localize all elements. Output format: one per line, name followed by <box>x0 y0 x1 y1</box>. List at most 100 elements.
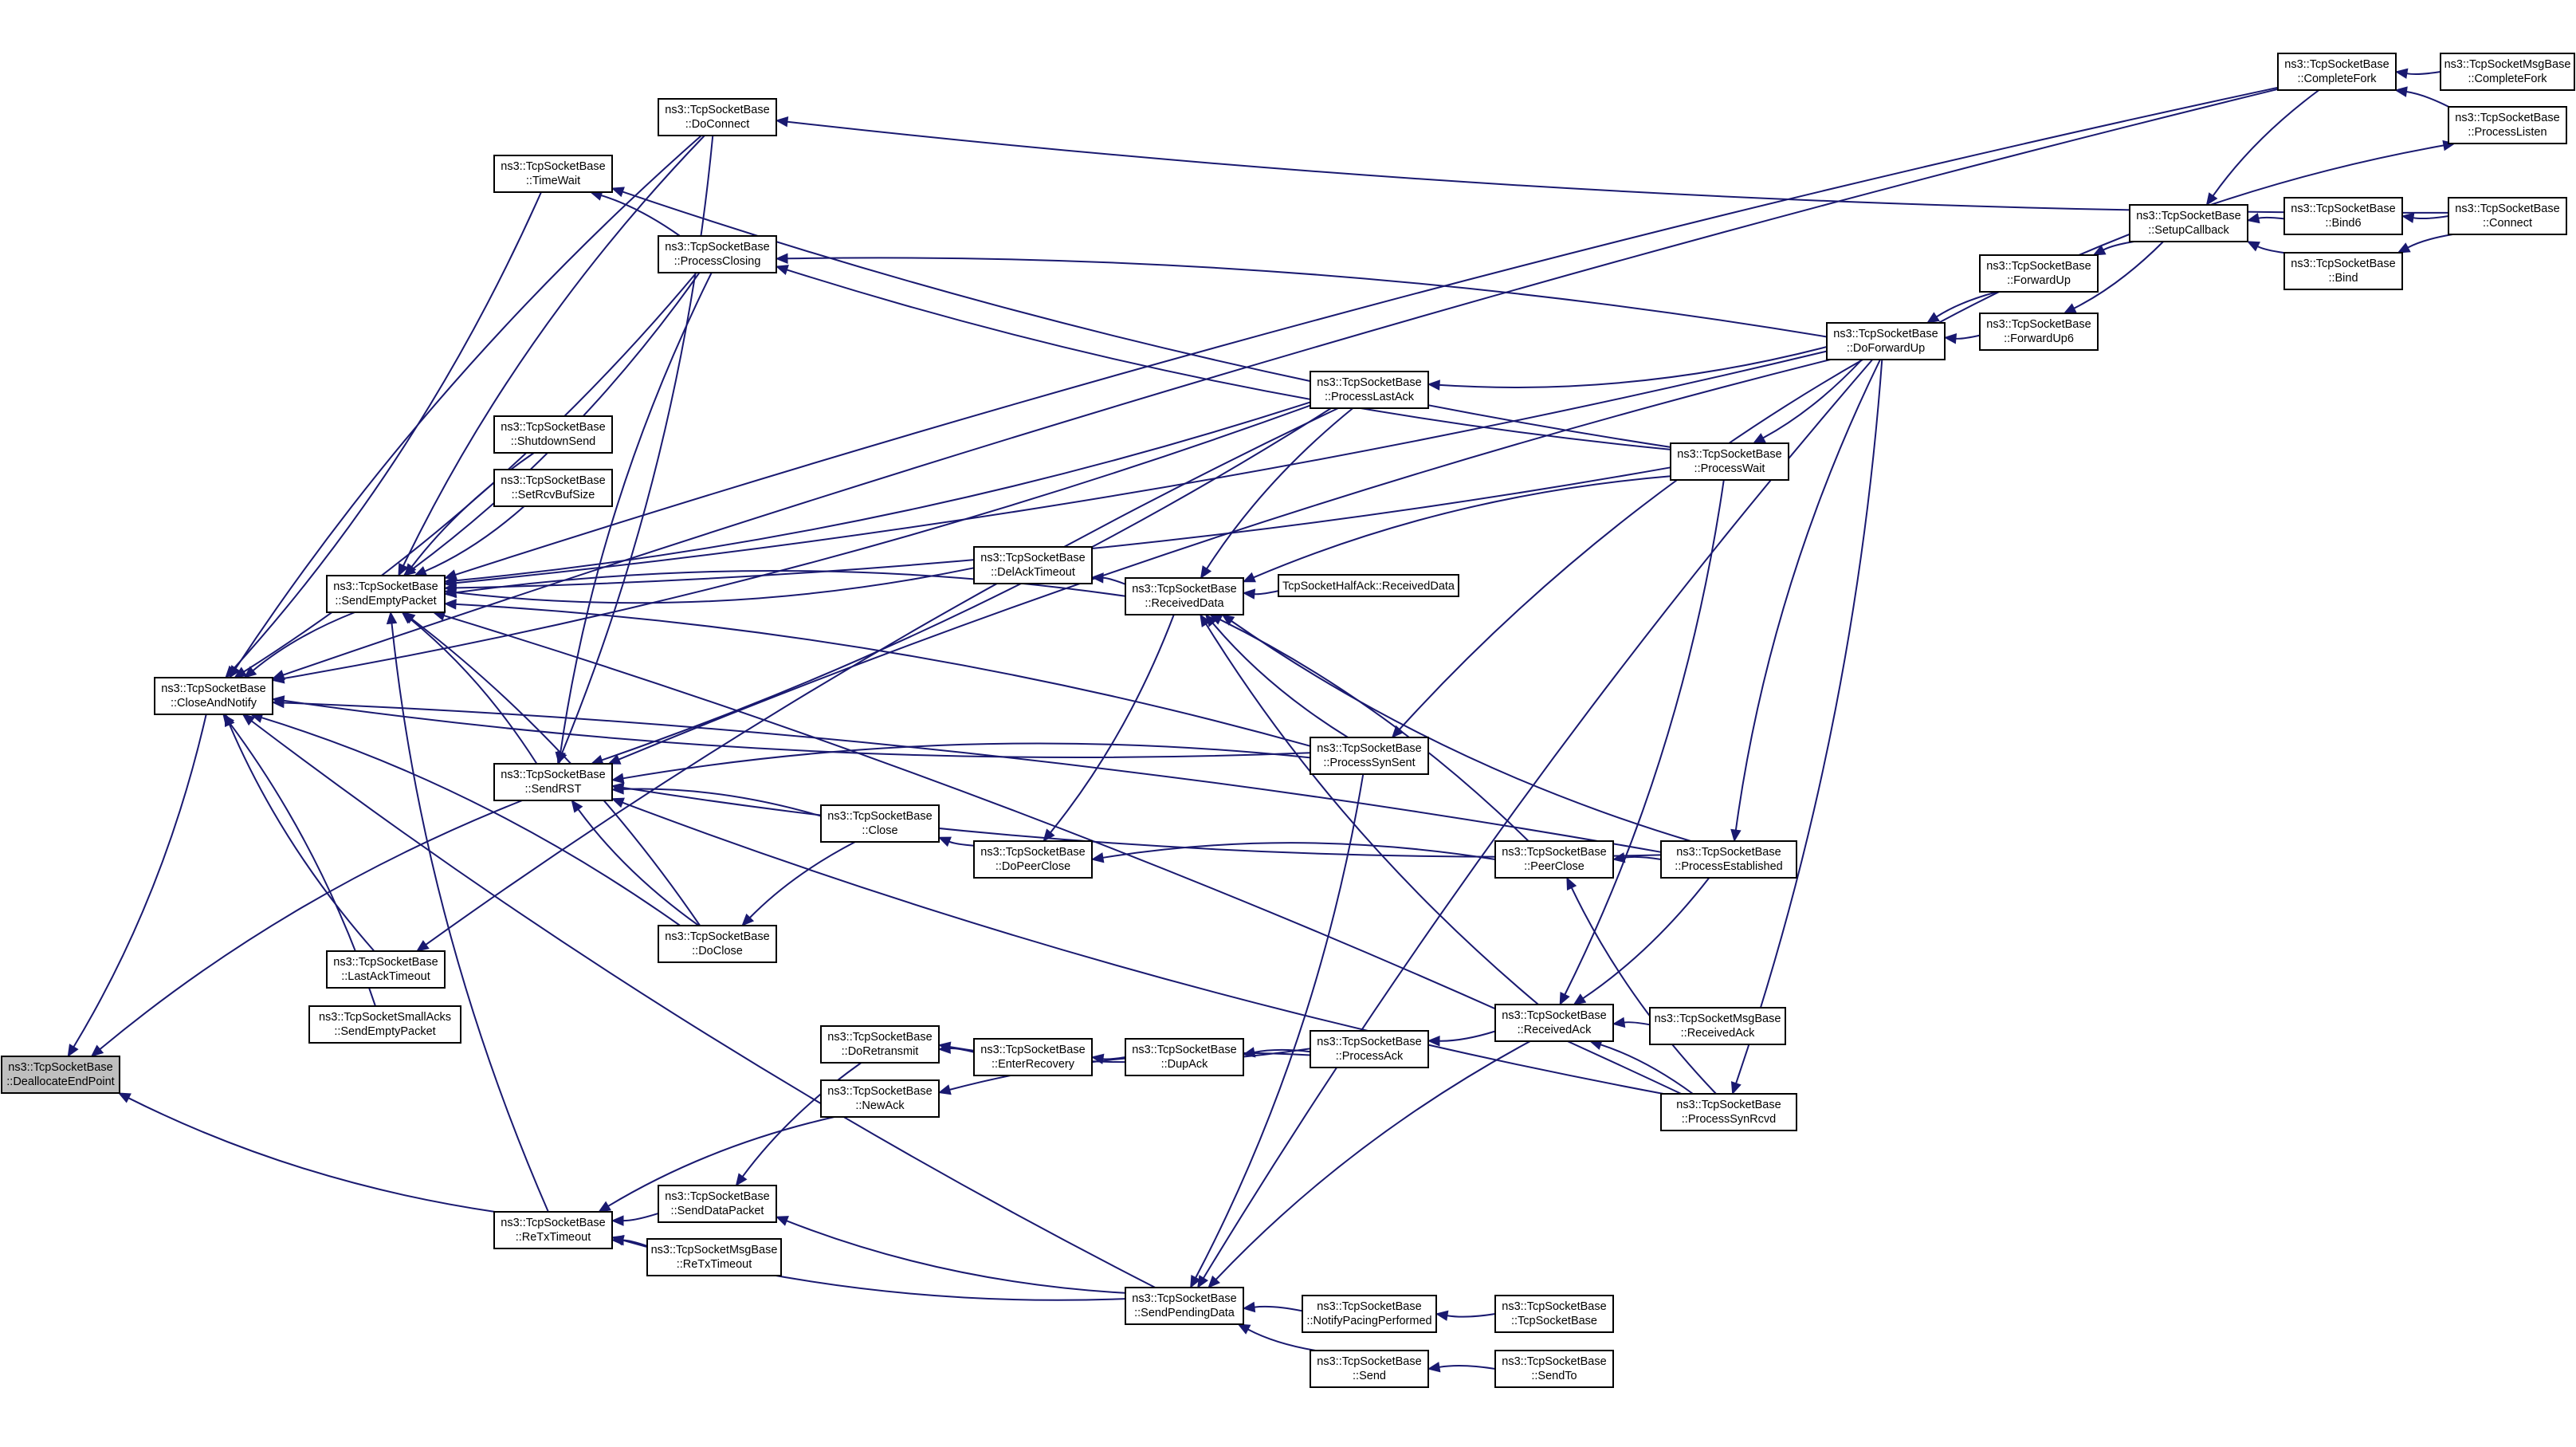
node-half-ack-received-data[interactable]: TcpSocketHalfAck::ReceivedData <box>1278 574 1459 597</box>
node-process-closing[interactable]: ns3::TcpSocketBase::ProcessClosing <box>658 235 777 273</box>
edge-line <box>2257 246 2285 254</box>
edge-line <box>786 1220 1126 1294</box>
node-peer-close[interactable]: ns3::TcpSocketBase::PeerClose <box>1494 840 1614 879</box>
node-re-tx-timeout[interactable]: ns3::TcpSocketBase::ReTxTimeout <box>493 1211 613 1249</box>
edge-do-forward-up-to-process-last-ack <box>1427 346 1828 391</box>
node-box <box>493 1211 613 1249</box>
edge-line <box>1050 614 1175 833</box>
edge-arrowhead <box>234 666 248 678</box>
edge-arrowhead <box>229 665 241 679</box>
node-box <box>493 763 613 801</box>
edge-do-forward-up-to-send-empty-packet <box>443 350 1828 588</box>
edge-arrowhead <box>398 563 409 577</box>
node-label-line2: ::CompleteFork <box>2297 73 2377 85</box>
node-box <box>1494 1004 1614 1042</box>
edge-line <box>1624 1021 1651 1026</box>
edge-arrowhead <box>1730 1081 1742 1095</box>
edge-line <box>622 788 822 817</box>
node-deallocate-end-point[interactable]: ns3::TcpSocketBase::DeallocateEndPoint <box>1 1056 120 1094</box>
node-notify-pacing-performed[interactable]: ns3::TcpSocketBase::NotifyPacingPerforme… <box>1302 1295 1437 1333</box>
node-close[interactable]: ns3::TcpSocketBase::Close <box>820 804 940 843</box>
node-msg-received-ack[interactable]: ns3::TcpSocketMsgBase::ReceivedAck <box>1649 1007 1786 1045</box>
node-label-line1: ns3::TcpSocketBase <box>1317 1036 1421 1048</box>
node-box <box>1310 1350 1429 1388</box>
node-forward-up6[interactable]: ns3::TcpSocketBase::ForwardUp6 <box>1979 313 2099 351</box>
node-do-peer-close[interactable]: ns3::TcpSocketBase::DoPeerClose <box>973 840 1093 879</box>
node-do-retransmit[interactable]: ns3::TcpSocketBase::DoRetransmit <box>820 1025 940 1064</box>
edge-line <box>73 714 207 1048</box>
edge-arrowhead <box>443 577 457 588</box>
edge-connect-to-bind6 <box>2401 212 2449 223</box>
node-set-rcv-buf-size[interactable]: ns3::TcpSocketBase::SetRcvBufSize <box>493 469 613 507</box>
node-process-established[interactable]: ns3::TcpSocketBase::ProcessEstablished <box>1660 840 1797 879</box>
node-msg-complete-fork[interactable]: ns3::TcpSocketMsgBase::CompleteFork <box>2440 53 2575 91</box>
edge-process-syn-sent-to-send-rst <box>611 742 1311 784</box>
node-received-ack[interactable]: ns3::TcpSocketBase::ReceivedAck <box>1494 1004 1614 1042</box>
edge-set-rcv-buf-size-to-send-empty-packet <box>414 505 525 576</box>
node-do-close[interactable]: ns3::TcpSocketBase::DoClose <box>658 925 777 963</box>
edge-line <box>283 699 1311 759</box>
node-send-data-packet[interactable]: ns3::TcpSocketBase::SendDataPacket <box>658 1185 777 1223</box>
edge-arrowhead <box>1566 876 1577 891</box>
node-new-ack[interactable]: ns3::TcpSocketBase::NewAck <box>820 1079 940 1118</box>
node-send-rst[interactable]: ns3::TcpSocketBase::SendRST <box>493 763 613 801</box>
node-process-last-ack[interactable]: ns3::TcpSocketBase::ProcessLastAck <box>1310 371 1429 409</box>
node-process-ack[interactable]: ns3::TcpSocketBase::ProcessAck <box>1310 1030 1429 1068</box>
node-label-line2: ::ShutdownSend <box>511 435 595 448</box>
node-process-syn-sent[interactable]: ns3::TcpSocketBase::ProcessSynSent <box>1310 737 1429 775</box>
edge-arrowhead <box>117 1092 132 1103</box>
node-box <box>2129 204 2248 242</box>
node-label-line2: ::Connect <box>2483 217 2532 230</box>
node-do-connect[interactable]: ns3::TcpSocketBase::DoConnect <box>658 98 777 136</box>
node-label-line2: ::ReceivedAck <box>1681 1027 1755 1040</box>
node-send[interactable]: ns3::TcpSocketBase::Send <box>1310 1350 1429 1388</box>
node-process-wait[interactable]: ns3::TcpSocketBase::ProcessWait <box>1670 442 1789 481</box>
node-send-empty-packet[interactable]: ns3::TcpSocketBase::SendEmptyPacket <box>326 575 446 613</box>
edge-arrowhead <box>443 599 457 610</box>
node-label-line2: ::DoPeerClose <box>995 860 1070 873</box>
edge-arrowhead <box>1573 993 1587 1005</box>
node-received-data[interactable]: ns3::TcpSocketBase::ReceivedData <box>1125 577 1244 615</box>
node-bind6[interactable]: ns3::TcpSocketBase::Bind6 <box>2283 197 2403 235</box>
edge-line <box>1447 1313 1496 1318</box>
node-tcp-socket-base-ctor[interactable]: ns3::TcpSocketBase::TcpSocketBase <box>1494 1295 1614 1333</box>
edge-arrowhead <box>571 799 583 813</box>
edge-arrowhead <box>2394 86 2408 97</box>
node-complete-fork[interactable]: ns3::TcpSocketBase::CompleteFork <box>2277 53 2397 91</box>
node-msg-re-tx-timeout[interactable]: ns3::TcpSocketMsgBase::ReTxTimeout <box>646 1238 782 1276</box>
node-enter-recovery[interactable]: ns3::TcpSocketBase::EnterRecovery <box>973 1038 1093 1076</box>
node-close-and-notify[interactable]: ns3::TcpSocketBase::CloseAndNotify <box>154 677 273 715</box>
node-label-line1: ns3::TcpSocketBase <box>980 846 1085 859</box>
node-shutdown-send[interactable]: ns3::TcpSocketBase::ShutdownSend <box>493 415 613 454</box>
edge-received-ack-to-send-pending-data <box>1208 1040 1531 1288</box>
node-last-ack-timeout[interactable]: ns3::TcpSocketBase::LastAckTimeout <box>326 950 446 989</box>
node-box <box>1125 1038 1244 1076</box>
node-dup-ack[interactable]: ns3::TcpSocketBase::DupAck <box>1125 1038 1244 1076</box>
edge-arrowhead <box>67 1044 79 1058</box>
edge-arrowhead <box>937 1084 952 1095</box>
node-box <box>1670 442 1789 481</box>
node-process-listen[interactable]: ns3::TcpSocketBase::ProcessListen <box>2448 106 2567 144</box>
node-connect[interactable]: ns3::TcpSocketBase::Connect <box>2448 197 2567 235</box>
node-setup-callback[interactable]: ns3::TcpSocketBase::SetupCallback <box>2129 204 2248 242</box>
edge-bind6-to-setup-callback <box>2246 212 2285 224</box>
node-send-pending-data[interactable]: ns3::TcpSocketBase::SendPendingData <box>1125 1287 1244 1325</box>
node-forward-up[interactable]: ns3::TcpSocketBase::ForwardUp <box>1979 254 2099 293</box>
node-small-acks-send-empty-packet[interactable]: ns3::TcpSocketSmallAcks::SendEmptyPacket <box>308 1005 461 1044</box>
node-box <box>2448 106 2567 144</box>
edge-process-established-to-received-ack <box>1573 877 1710 1005</box>
node-process-syn-rcvd[interactable]: ns3::TcpSocketBase::ProcessSynRcvd <box>1660 1093 1797 1131</box>
node-do-forward-up[interactable]: ns3::TcpSocketBase::DoForwardUp <box>1826 322 1946 360</box>
node-send-to[interactable]: ns3::TcpSocketBase::SendTo <box>1494 1350 1614 1388</box>
node-label-line2: ::SendRST <box>525 783 582 796</box>
node-box <box>493 155 613 193</box>
node-label-line1: ns3::TcpSocketBase <box>827 810 932 823</box>
edge-arrowhead <box>1435 1310 1449 1321</box>
edge-send-to-send-pending-data <box>1237 1323 1316 1351</box>
edge-line <box>1211 623 1349 738</box>
node-del-ack-timeout[interactable]: ns3::TcpSocketBase::DelAckTimeout <box>973 546 1093 584</box>
edge-line <box>2258 216 2285 220</box>
node-time-wait[interactable]: ns3::TcpSocketBase::TimeWait <box>493 155 613 193</box>
node-bind[interactable]: ns3::TcpSocketBase::Bind <box>2283 252 2403 290</box>
edge-line <box>1254 1048 1311 1053</box>
